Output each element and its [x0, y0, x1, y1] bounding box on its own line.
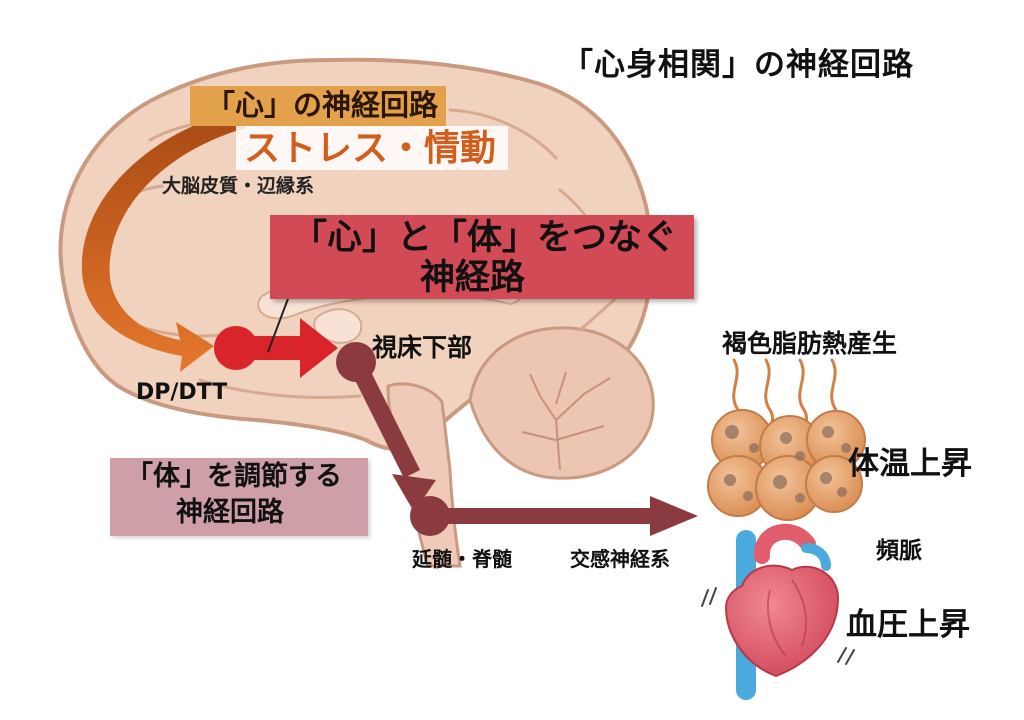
stress-label-backdrop: [236, 126, 508, 170]
brown-fat-cells: [707, 358, 866, 521]
stress-emotion-label: ストレス・情動: [244, 128, 497, 169]
dp-dtt-label: DP/DTT: [136, 380, 228, 405]
link-box-line2: 神経路: [420, 258, 526, 298]
cerebellum-tree: [521, 371, 611, 471]
link-box-line1: 「心」と「体」をつなぐ: [292, 218, 678, 258]
cortex-limbic-label: 大脳皮質・辺縁系: [162, 175, 315, 197]
body-circuit-box: [110, 458, 368, 536]
mind-circuit-label: 「心」の神経回路: [206, 88, 439, 122]
body-temperature-label: 体温上昇: [848, 446, 972, 482]
mind-circuit-box: [190, 86, 446, 126]
tachycardia-label: 頻脈: [876, 538, 922, 564]
mind-circuit-arrow: [81, 110, 247, 372]
brown-fat-label: 褐色脂肪熱産生: [722, 329, 898, 358]
hypothalamus-pathway: [336, 342, 436, 512]
sympathetic-label: 交感神経系: [570, 547, 670, 571]
hypothalamus-label: 視床下部: [372, 333, 473, 362]
dp-dtt-arrow: [214, 318, 338, 378]
sympathetic-pathway: [410, 496, 698, 536]
heart-illustration: [701, 523, 855, 700]
diagram-title: 「心身相関」の神経回路: [562, 47, 914, 83]
body-circuit-line2: 神経回路: [176, 497, 284, 528]
body-circuit-line1: 「体」を調節する: [126, 461, 342, 492]
blood-pressure-label: 血圧上昇: [846, 607, 970, 643]
mind-body-link-box: [270, 215, 694, 299]
medulla-spinal-label: 延髄・脊髄: [412, 547, 512, 571]
cerebellum-shape: [468, 326, 655, 480]
